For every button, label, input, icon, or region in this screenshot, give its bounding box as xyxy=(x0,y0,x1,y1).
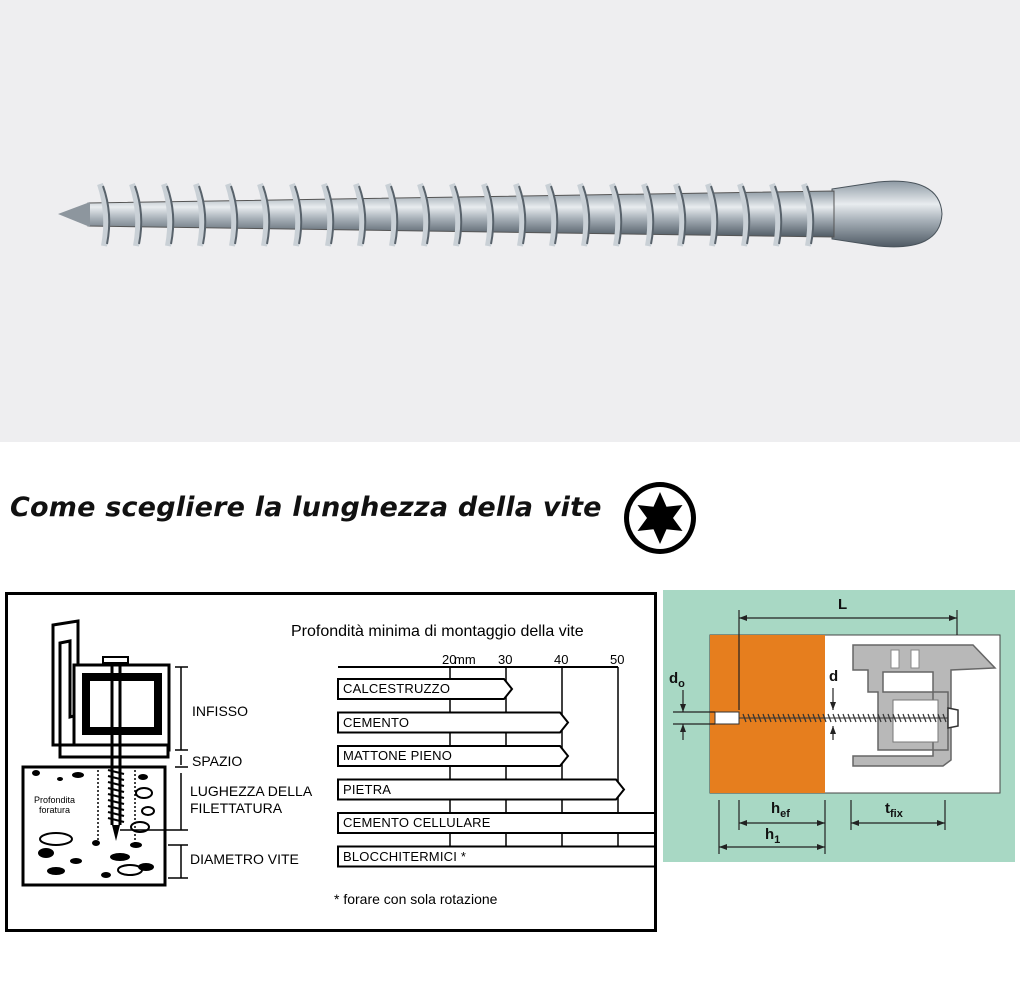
torx-icon xyxy=(624,482,696,554)
thread-line xyxy=(107,811,125,817)
screw-thread xyxy=(129,183,142,247)
screw-thread-shadow xyxy=(454,185,463,245)
screw-thread xyxy=(193,183,206,247)
screw-thread xyxy=(609,183,622,247)
thread-line xyxy=(107,787,125,793)
screw-thread xyxy=(769,183,782,247)
screw-thread-shadow xyxy=(582,185,591,245)
material-label: CALCESTRUZZO xyxy=(343,681,451,696)
footnote: * forare con sola rotazione xyxy=(334,891,498,907)
scale-tick-40: 40 xyxy=(554,652,569,667)
screw-illustration xyxy=(58,180,943,248)
label-filettatura: FILETTATURA xyxy=(190,800,283,816)
label-d: d xyxy=(829,668,839,685)
page-title: Come scegliere la lunghezza della vite xyxy=(10,492,602,523)
label-infisso: INFISSO xyxy=(192,703,249,719)
screw-thread xyxy=(513,183,526,247)
screw-thread-shadow xyxy=(550,185,559,245)
screw-thread-shadow xyxy=(518,185,527,245)
screw-thread xyxy=(481,183,494,247)
material-label: MATTONE PIENO xyxy=(343,748,453,763)
screw-thread-shadow xyxy=(486,185,495,245)
screw-thread-shadow xyxy=(358,185,367,245)
screw-thread-shadow xyxy=(326,185,335,245)
label-drill-depth: Profondita foratura xyxy=(34,795,76,815)
material-bar xyxy=(337,845,654,868)
thread-line xyxy=(107,793,125,799)
screw-thread-shadow xyxy=(422,185,431,245)
material-bar xyxy=(337,812,654,834)
screw-thread xyxy=(257,183,270,247)
label-tfix: tfix xyxy=(885,800,903,820)
screw-thread xyxy=(225,183,238,247)
chart-title: Profondità minima di montaggio della vit… xyxy=(291,623,584,640)
screw-thread-shadow xyxy=(646,185,655,245)
screw-thread-shadow xyxy=(678,185,687,245)
label-L: L xyxy=(838,596,848,613)
screw-thread xyxy=(673,183,686,247)
label-lughezza: LUGHEZZA DELLA xyxy=(190,783,313,799)
screw-thread xyxy=(353,183,366,247)
frame-cross-section xyxy=(21,619,654,887)
screw-thread-shadow xyxy=(774,185,783,245)
material-label: CEMENTO xyxy=(343,714,410,730)
screw-thread xyxy=(545,183,558,247)
scale-unit: mm xyxy=(454,652,476,667)
screw-thread-shadow xyxy=(102,185,111,245)
material-bar xyxy=(337,711,570,734)
screw-thread xyxy=(385,183,398,247)
screw-thread xyxy=(161,183,174,247)
mounting-depth-panel: Profondità minima di montaggio della vit… xyxy=(5,592,680,932)
thread-line xyxy=(107,775,125,781)
scale-tick-30: 30 xyxy=(498,652,513,667)
screw-thread xyxy=(321,183,334,247)
screw-thread xyxy=(705,183,718,247)
screw-thread xyxy=(417,183,430,247)
label-spazio: SPAZIO xyxy=(192,753,243,769)
material-bar xyxy=(337,678,514,700)
screw-thread-shadow xyxy=(390,185,399,245)
screw-thread xyxy=(97,183,110,247)
screw-thread xyxy=(289,183,302,247)
thread-line xyxy=(107,781,125,787)
screw-thread xyxy=(801,183,814,247)
label-h1: h1 xyxy=(765,826,781,846)
screw-thread-shadow xyxy=(198,185,207,245)
screw-thread-shadow xyxy=(294,185,303,245)
dimension-diagram: L do d hef h1 tfix xyxy=(663,590,1015,862)
screw-thread-shadow xyxy=(710,185,719,245)
screw-thread-shadow xyxy=(614,185,623,245)
screw-thread-shadow xyxy=(806,185,815,245)
thread-line xyxy=(107,769,125,775)
scale-tick-50: 50 xyxy=(610,652,625,667)
thread-line xyxy=(107,817,125,823)
screw-thread-shadow xyxy=(742,185,751,245)
label-hef: hef xyxy=(771,800,790,820)
thread-line xyxy=(107,799,125,805)
screw-thread xyxy=(449,183,462,247)
screw-threads xyxy=(97,183,815,247)
screw-thread xyxy=(737,183,750,247)
label-d0: do xyxy=(669,670,685,690)
screw-thread-shadow xyxy=(262,185,271,245)
screw-thread-shadow xyxy=(134,185,143,245)
screw-thread xyxy=(641,183,654,247)
material-label: CEMENTO CELLULARE xyxy=(343,815,491,830)
screw-thread-shadow xyxy=(230,185,239,245)
material-label: PIETRA xyxy=(343,781,392,797)
screw-photo xyxy=(0,0,1020,442)
screw-thread-shadow xyxy=(166,185,175,245)
material-bar xyxy=(337,778,626,801)
material-label: BLOCCHITERMICI * xyxy=(343,848,467,864)
screw-thread xyxy=(577,183,590,247)
scale-tick-20: 20 xyxy=(442,652,457,667)
thread-line xyxy=(107,805,125,811)
material-bar xyxy=(337,745,570,767)
label-diametro-vite: DIAMETRO VITE xyxy=(190,851,299,867)
dimension-drawing xyxy=(673,610,1001,854)
